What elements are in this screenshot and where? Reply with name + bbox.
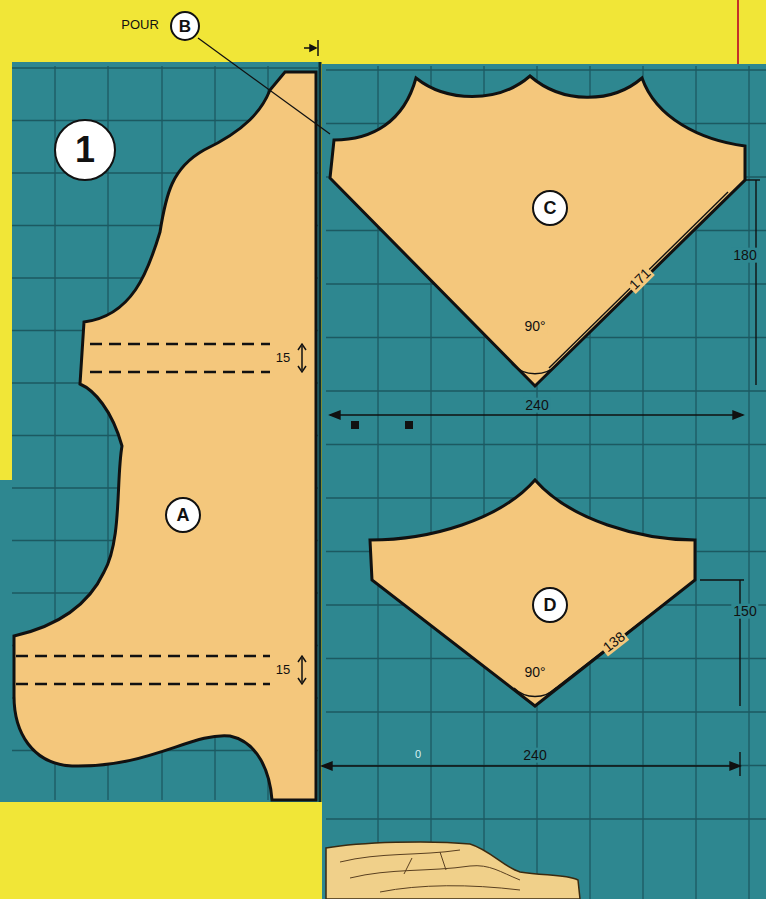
dimension-text: 240 <box>521 748 548 763</box>
angle-text: 90° <box>522 665 547 680</box>
dimension-text: 171 <box>625 264 655 294</box>
dimension-text: 180 <box>731 248 758 263</box>
margin-line <box>737 0 739 64</box>
wood-illustration <box>326 842 580 899</box>
leader-line <box>198 38 330 134</box>
dimension-text: 15 <box>274 663 292 677</box>
dimension-arrow <box>298 344 306 684</box>
grid-panel <box>12 62 320 802</box>
part-callout-circle: C <box>532 190 568 226</box>
part-letter: C <box>544 199 557 217</box>
grid-panel <box>0 480 14 802</box>
angle-text: 90° <box>522 319 547 334</box>
piece-outline <box>330 76 745 386</box>
note-text: POUR <box>119 18 161 32</box>
panel-divider <box>319 62 322 802</box>
part-letter: D <box>544 596 557 614</box>
part-callout-circle: 1 <box>54 119 116 181</box>
part-letter: 1 <box>75 132 95 168</box>
part-letter: A <box>177 506 190 524</box>
piece-outline <box>370 480 695 706</box>
part-letter: B <box>179 18 191 35</box>
dimension-text: 0 <box>413 749 423 761</box>
dimension-line <box>322 180 760 776</box>
dimension-text: 240 <box>523 398 550 413</box>
part-callout-circle: D <box>532 587 568 623</box>
mark-square <box>405 421 413 429</box>
part-callout-circle: B <box>170 11 200 41</box>
grid-lines <box>326 66 766 899</box>
dimension-mark <box>304 40 318 56</box>
grid-panel <box>322 64 766 899</box>
part-callout-circle: A <box>165 497 201 533</box>
dimension-text: 150 <box>731 604 758 619</box>
dashed-slot <box>16 344 270 684</box>
mark-square <box>351 421 359 429</box>
dimension-text: 15 <box>274 351 292 365</box>
pattern-piece <box>330 76 745 386</box>
piece-outline <box>14 72 316 800</box>
grid-lines <box>12 66 318 800</box>
dimension-text: 138 <box>599 628 630 656</box>
pattern-piece <box>370 480 695 706</box>
